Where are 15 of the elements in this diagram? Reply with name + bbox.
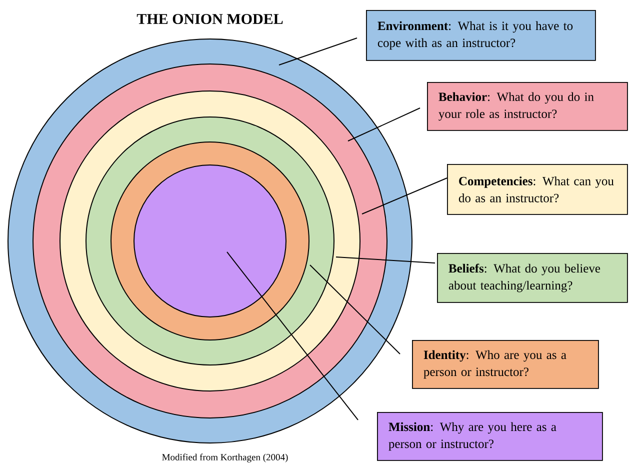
question-box: Beliefs: What do you believe about teaching/learning? <box>437 253 628 303</box>
leader-line <box>226 252 358 420</box>
leader-line <box>348 108 420 142</box>
leader-line <box>362 178 448 214</box>
title: THE ONION MODEL <box>136 14 283 24</box>
question-box: Environment: What is it you have to cope with as an instructor? <box>366 10 596 61</box>
question-box: Behavior: What do you do in your role as instructor? <box>427 82 628 131</box>
ring <box>134 164 286 318</box>
leader-line <box>310 264 400 354</box>
question-box: Competencies: What can you do as an instructor? <box>447 164 628 215</box>
leader-line <box>336 256 436 264</box>
leader-line <box>278 38 358 66</box>
question-box: Identity: Who are you as a person or instructor? <box>412 340 599 389</box>
question-box: Mission: Why are you here as a person or instructor? <box>377 412 603 461</box>
caption: Modified from Korthagen (2004) <box>162 454 288 462</box>
